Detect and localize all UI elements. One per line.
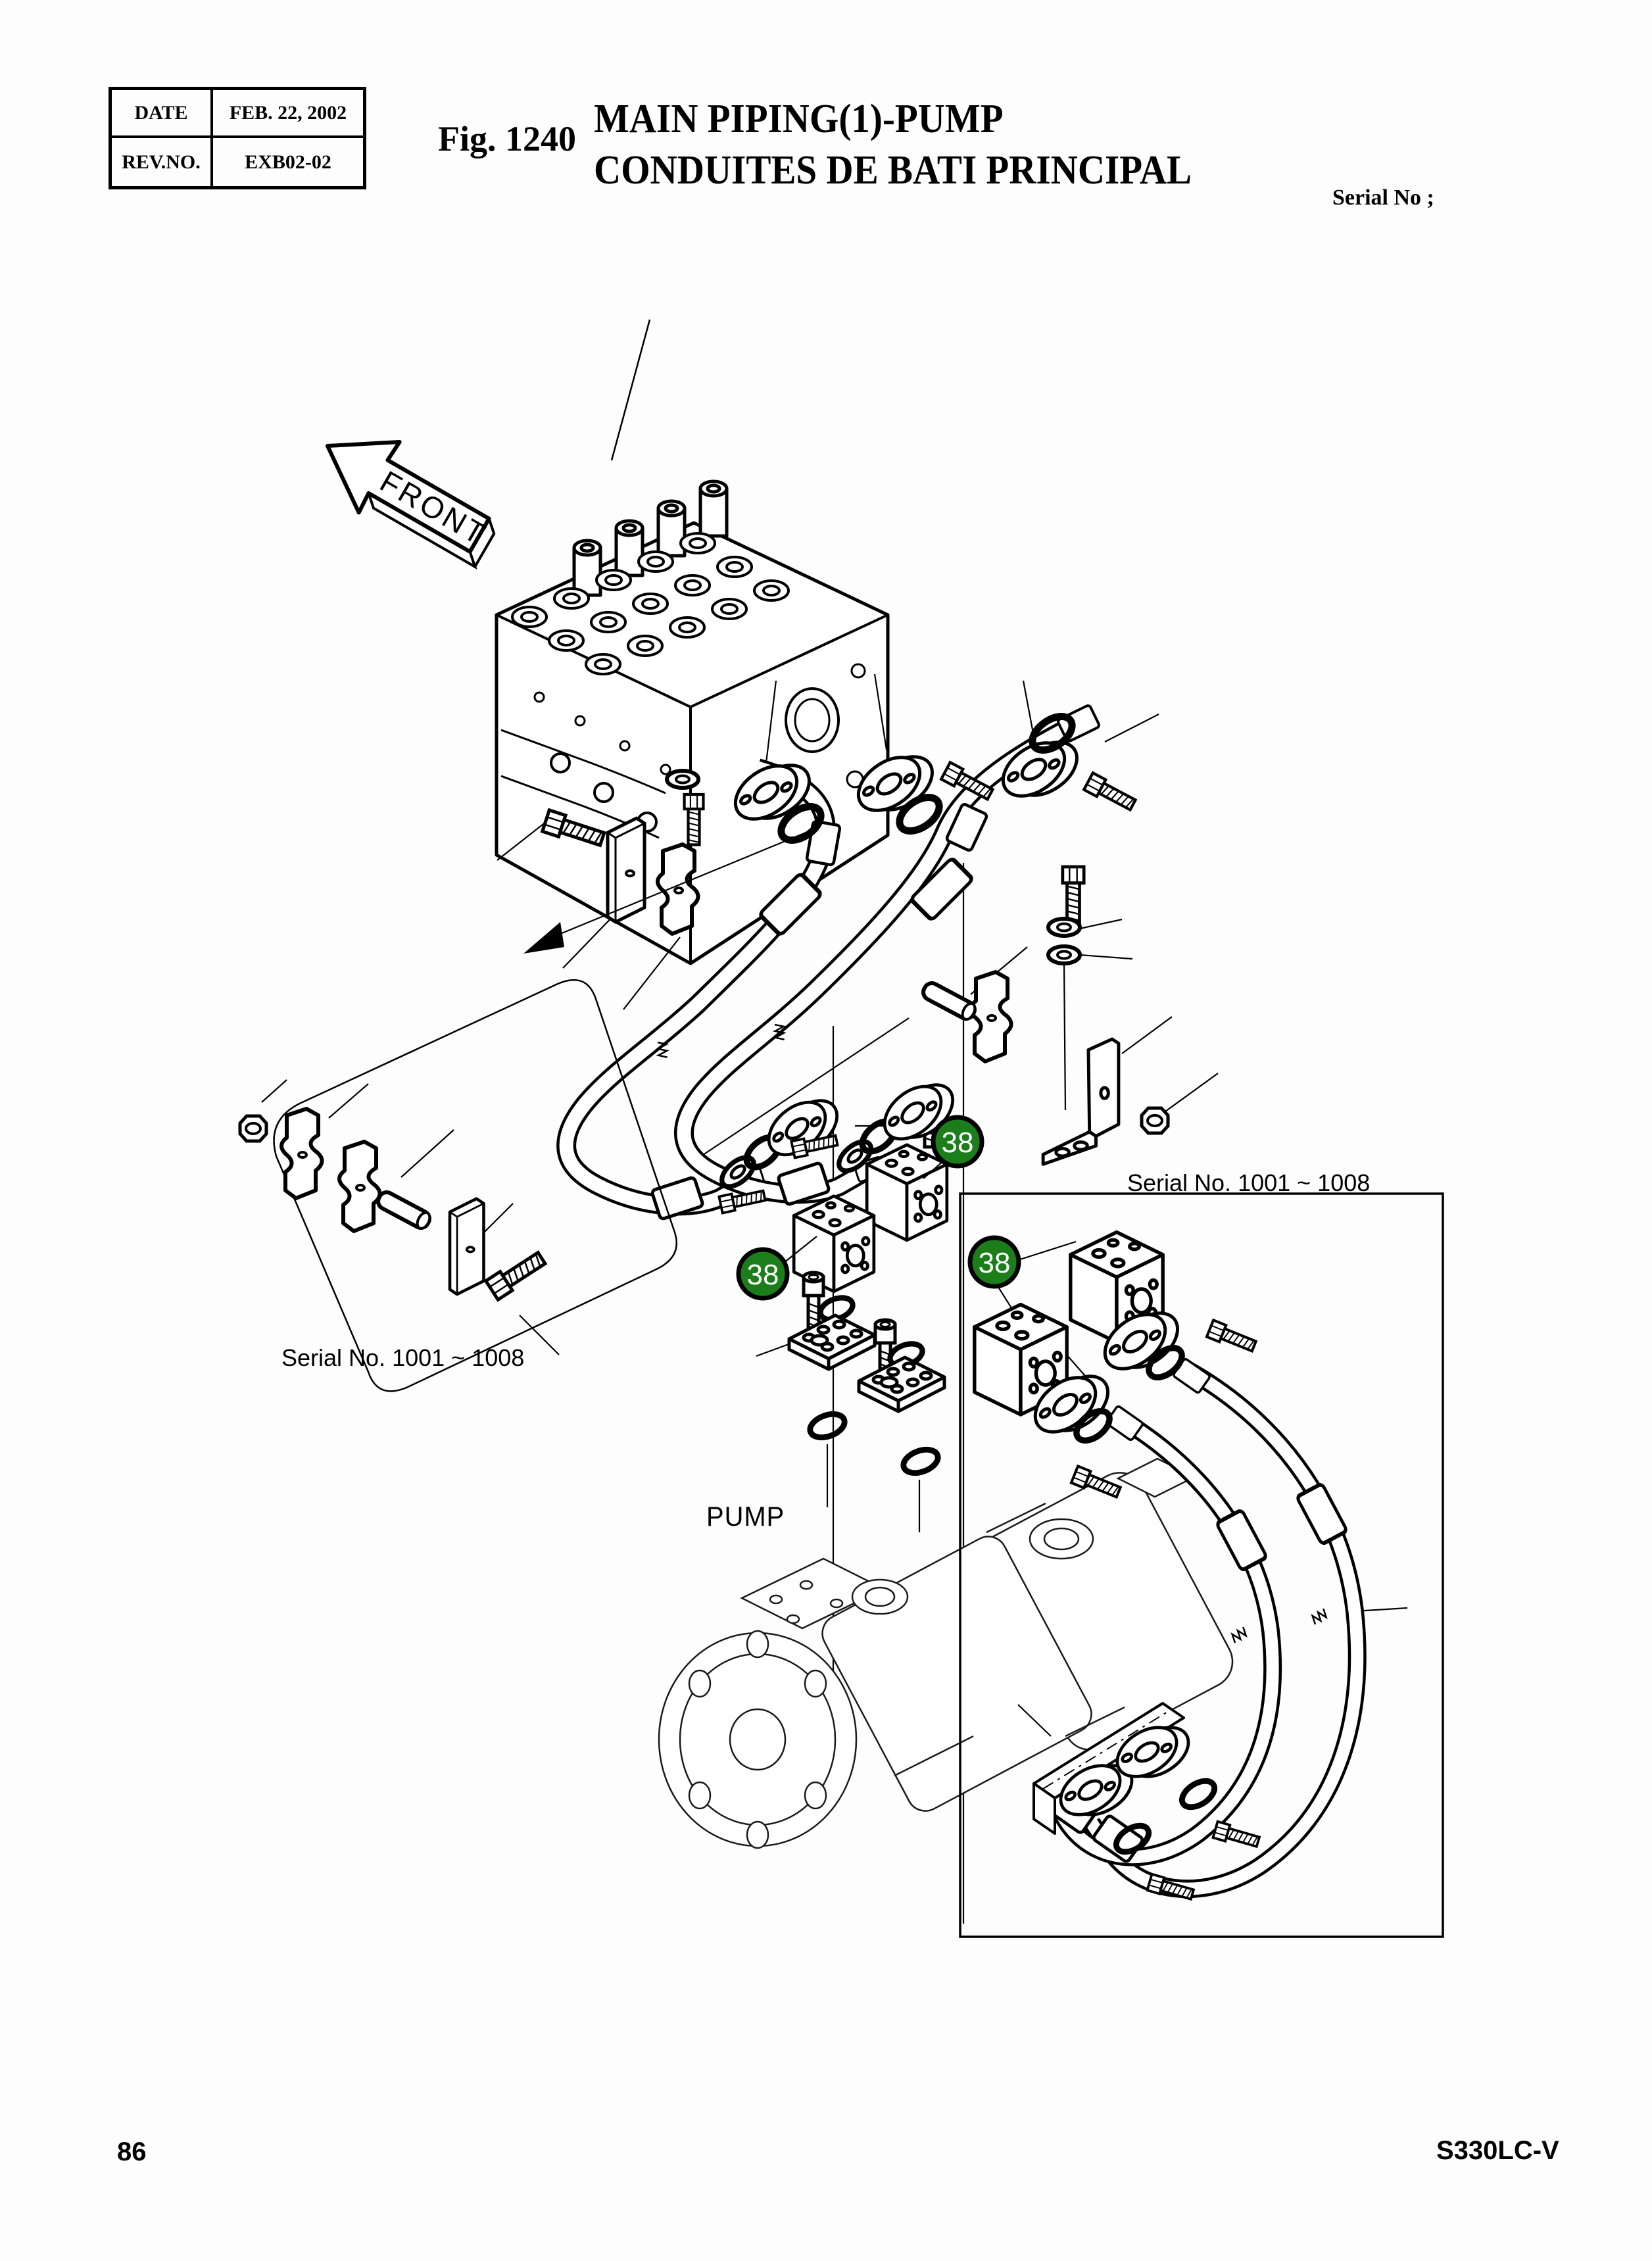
rev-value: EXB02-02 [245,151,331,173]
callout-38-main-upper: 38 [923,1115,984,1179]
callout-38-inset: 38 [967,1235,1021,1289]
pump-drawing [658,1457,1234,1849]
revision-table: DATE FEB. 22, 2002 REV.NO. EXB02-02 [109,87,366,189]
serial-range-label-main: Serial No. 1001 ~ 1008 [281,1344,525,1371]
figure-title-fr: CONDUITES DE BATI PRINCIPAL [594,148,1192,193]
callout-number: 38 [747,1259,779,1291]
figure-number: Fig. 1240 [438,119,576,158]
figure-title-en: MAIN PIPING(1)-PUMP [594,97,1004,141]
detail-inset-right [959,1192,1444,1938]
serial-range-label-inset: Serial No. 1001 ~ 1008 [1127,1169,1371,1196]
callout-38-main-lower: 38 [736,1236,817,1301]
pointer-arrow-icon [523,922,564,954]
bracket-parts-right [921,867,1168,1166]
rev-label: REV.NO. [112,138,213,186]
serial-note: Serial No ; [1332,185,1434,210]
hose-assembly-1 [556,758,840,1219]
date-value: FEB. 22, 2002 [213,90,363,138]
detail-panel-left [240,829,813,1392]
callout-number: 38 [942,1127,974,1159]
page-number: 86 [117,2137,147,2166]
pump-label: PUMP [706,1501,785,1532]
date-label: DATE [112,90,213,138]
front-arrow: FRONT [326,440,496,570]
model-code: S330LC-V [1436,2136,1559,2165]
callout-number: 38 [979,1247,1011,1279]
